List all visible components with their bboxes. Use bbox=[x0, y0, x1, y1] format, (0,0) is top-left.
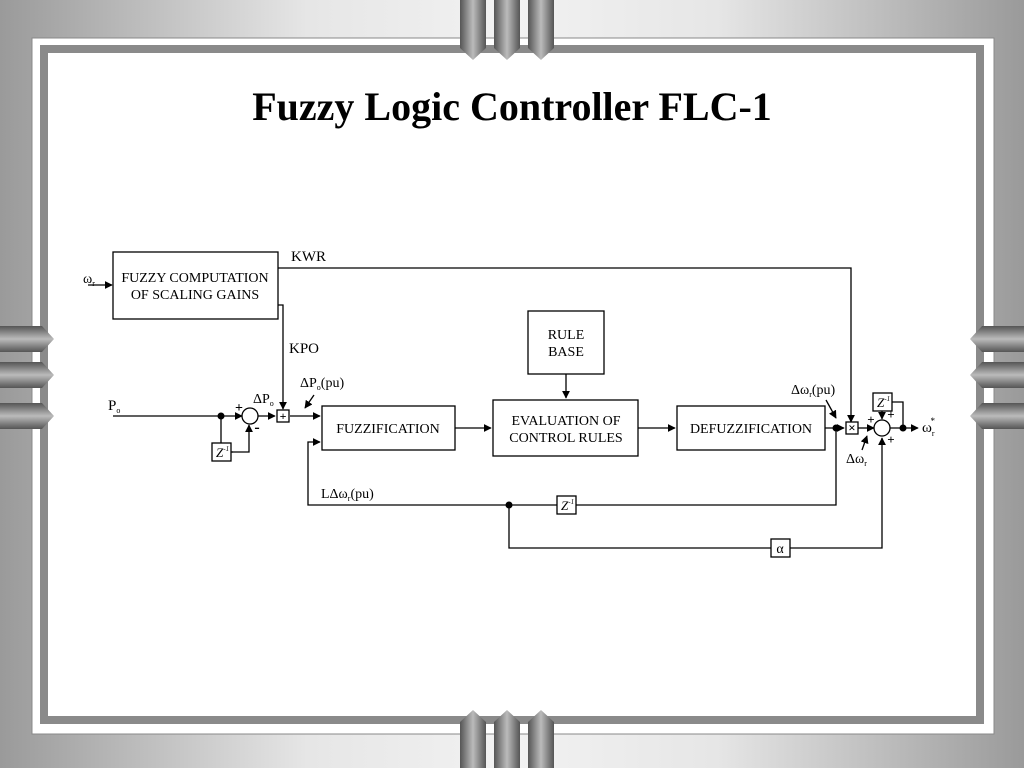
fuzzification-block: FUZZIFICATION bbox=[321, 405, 456, 451]
slide-title: Fuzzy Logic Controller FLC-1 bbox=[252, 84, 772, 129]
svg-text:Z-1: Z-1 bbox=[561, 498, 574, 513]
wire-kpo bbox=[278, 304, 287, 410]
input-summer-plus: + bbox=[235, 401, 243, 416]
kpo-multiplier-symbol: + bbox=[280, 409, 287, 423]
svg-text:Z-1: Z-1 bbox=[877, 395, 890, 410]
evaluation-label-line1: EVALUATION OF bbox=[511, 414, 620, 429]
svg-text:Z-1: Z-1 bbox=[216, 445, 229, 460]
delay-block-feedback: Z-1 bbox=[556, 495, 577, 515]
rule-base-block: RULE BASE bbox=[527, 310, 605, 375]
slide-frame bbox=[31, 37, 995, 735]
output-summer: + + + bbox=[867, 407, 894, 447]
scaling-gains-label-line1: FUZZY COMPUTATION bbox=[121, 271, 268, 286]
input-summer-minus: - bbox=[254, 419, 259, 436]
wire-delta-omega-r-pointer bbox=[860, 435, 869, 451]
scaling-gains-block: FUZZY COMPUTATION OF SCALING GAINS bbox=[112, 251, 279, 320]
wire-delay-to-sum bbox=[232, 424, 253, 453]
right-tabs bbox=[970, 326, 1024, 429]
output-summer-plus-left: + bbox=[867, 412, 874, 427]
delta-omega-r-label: Δωr bbox=[846, 452, 867, 468]
left-tabs bbox=[0, 326, 54, 429]
po-label: Po bbox=[108, 398, 120, 415]
defuzzification-block: DEFUZZIFICATION bbox=[676, 405, 826, 451]
delta-omega-pu-label: Δωr(pu) bbox=[791, 383, 836, 399]
junction-dots bbox=[217, 412, 907, 509]
wire-feedback-lower bbox=[307, 428, 837, 506]
delay-block-output: Z-1 bbox=[872, 392, 893, 412]
output-summer-plus-top: + bbox=[887, 407, 894, 422]
scaling-gains-label-line2: OF SCALING GAINS bbox=[131, 288, 259, 303]
omega-r-input-label: ωr bbox=[83, 272, 95, 288]
rule-base-label-line2: BASE bbox=[548, 345, 584, 360]
wire-kwr bbox=[278, 267, 855, 423]
wire-alpha-path bbox=[508, 437, 886, 549]
block-diagram: FUZZY COMPUTATION OF SCALING GAINS RULE … bbox=[83, 249, 936, 558]
kpo-multiplier: + bbox=[276, 409, 290, 423]
kwr-multiplier: × bbox=[845, 420, 859, 435]
kwr-multiplier-symbol: × bbox=[848, 420, 855, 435]
omega-r-output-label: ωr* bbox=[922, 416, 936, 438]
delta-po-label: ΔPo bbox=[253, 392, 274, 408]
output-summer-plus-bottom: + bbox=[887, 432, 894, 447]
evaluation-label-line2: CONTROL RULES bbox=[509, 431, 622, 446]
kwr-label: KWR bbox=[291, 249, 326, 265]
delay-block-input: Z-1 bbox=[211, 442, 232, 462]
kpo-label: KPO bbox=[289, 341, 319, 357]
delta-po-pu-label: ΔPo(pu) bbox=[300, 376, 344, 392]
defuzzification-label: DEFUZZIFICATION bbox=[690, 422, 812, 437]
top-tabs bbox=[460, 0, 554, 60]
alpha-gain-label: α bbox=[776, 542, 784, 557]
bottom-tabs bbox=[460, 710, 554, 768]
l-delta-omega-label: LΔωr(pu) bbox=[321, 487, 374, 503]
wire-output-delay bbox=[892, 401, 904, 428]
fuzzification-label: FUZZIFICATION bbox=[336, 422, 439, 437]
rule-base-label-line1: RULE bbox=[548, 328, 585, 343]
input-summer: + - bbox=[235, 401, 260, 436]
wire-delta-omega-pu-pointer bbox=[825, 399, 837, 419]
alpha-gain-block: α bbox=[770, 538, 791, 558]
evaluation-block: EVALUATION OF CONTROL RULES bbox=[492, 399, 639, 457]
wire-delta-po-pu-pointer bbox=[304, 394, 315, 409]
